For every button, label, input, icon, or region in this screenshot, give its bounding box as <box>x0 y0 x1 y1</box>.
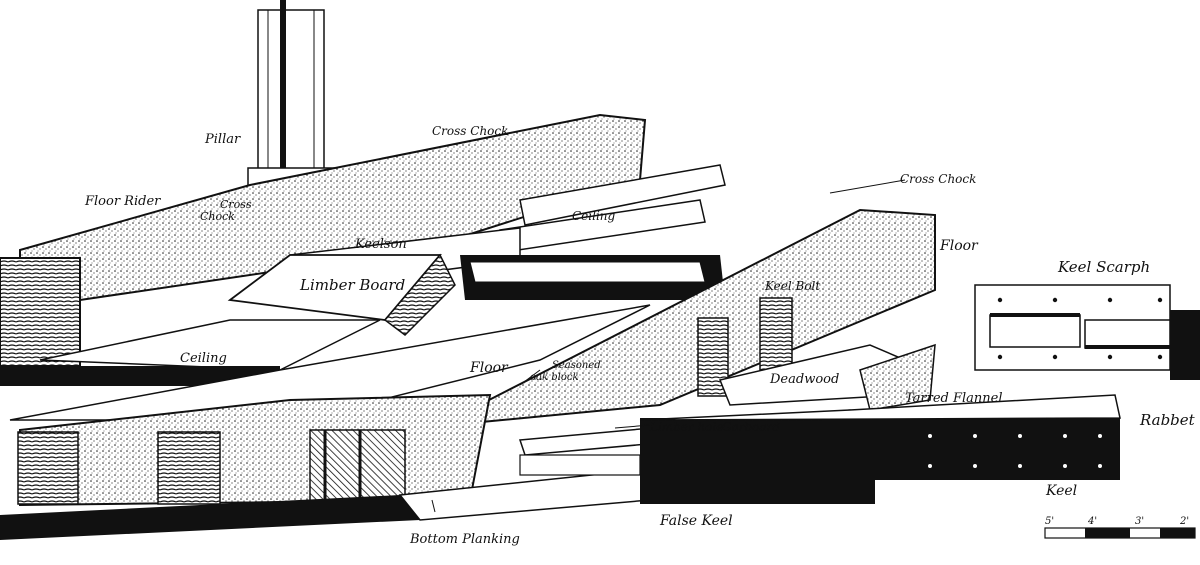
scale-tick-4: 4' <box>1087 516 1097 527</box>
label-keel-scarph: Keel Scarph <box>1057 258 1150 276</box>
label-seasoned-oak-2: oak block <box>530 372 579 383</box>
label-rabbet: Rabbet <box>1139 411 1196 429</box>
label-seasoned-oak-1: Seasoned <box>552 360 601 371</box>
limber-board <box>227 253 456 336</box>
label-cross-chock-left-2: Chock <box>200 210 235 223</box>
label-cross-chock-left-1: Cross <box>220 198 252 211</box>
label-floor-mid: Floor <box>469 360 509 376</box>
lower-floors <box>9 304 651 507</box>
label-keel-bolt: Keel Bolt <box>764 279 820 293</box>
label-floor-right: Floor <box>939 238 979 254</box>
cross-chock-beam <box>0 113 647 367</box>
leader-lines <box>431 179 906 513</box>
scale-tick-3: 3' <box>1135 516 1144 527</box>
labels: Pillar Cross Chock Floor Rider Cross Cho… <box>84 124 1196 547</box>
label-cross-chock-top: Cross Chock <box>432 124 508 138</box>
upper-ceiling-planks <box>499 164 726 253</box>
scale-bar: 5' 4' 3' 2' <box>1044 516 1196 539</box>
label-deadwood: Deadwood <box>769 372 839 387</box>
deadwood <box>718 343 936 411</box>
label-tarred-flannel: Tarred Flannel <box>905 391 1003 406</box>
scale-tick-5: 5' <box>1045 516 1054 527</box>
label-bottom-planking: Bottom Planking <box>409 532 520 547</box>
keel <box>639 394 1121 504</box>
lower-ceiling <box>0 319 381 386</box>
label-garboard: Garboard <box>722 420 780 434</box>
scale-tick-2: 2' <box>1179 516 1189 527</box>
label-pillar: Pillar <box>204 132 241 147</box>
label-keelson: Keelson <box>354 237 407 252</box>
label-limber-board: Limber Board <box>299 276 405 294</box>
label-cross-chock-right: Cross Chock <box>900 172 976 186</box>
label-false-keel: False Keel <box>659 513 733 529</box>
keel-scarph <box>974 284 1200 380</box>
label-ceiling-lower: Ceiling <box>180 351 227 366</box>
label-limber-hole: Limber hole <box>649 420 723 434</box>
label-ceiling-upper: Ceiling <box>572 209 616 223</box>
label-floor-rider: Floor Rider <box>84 194 161 209</box>
pillar <box>247 0 337 187</box>
label-keel: Keel <box>1045 483 1077 499</box>
